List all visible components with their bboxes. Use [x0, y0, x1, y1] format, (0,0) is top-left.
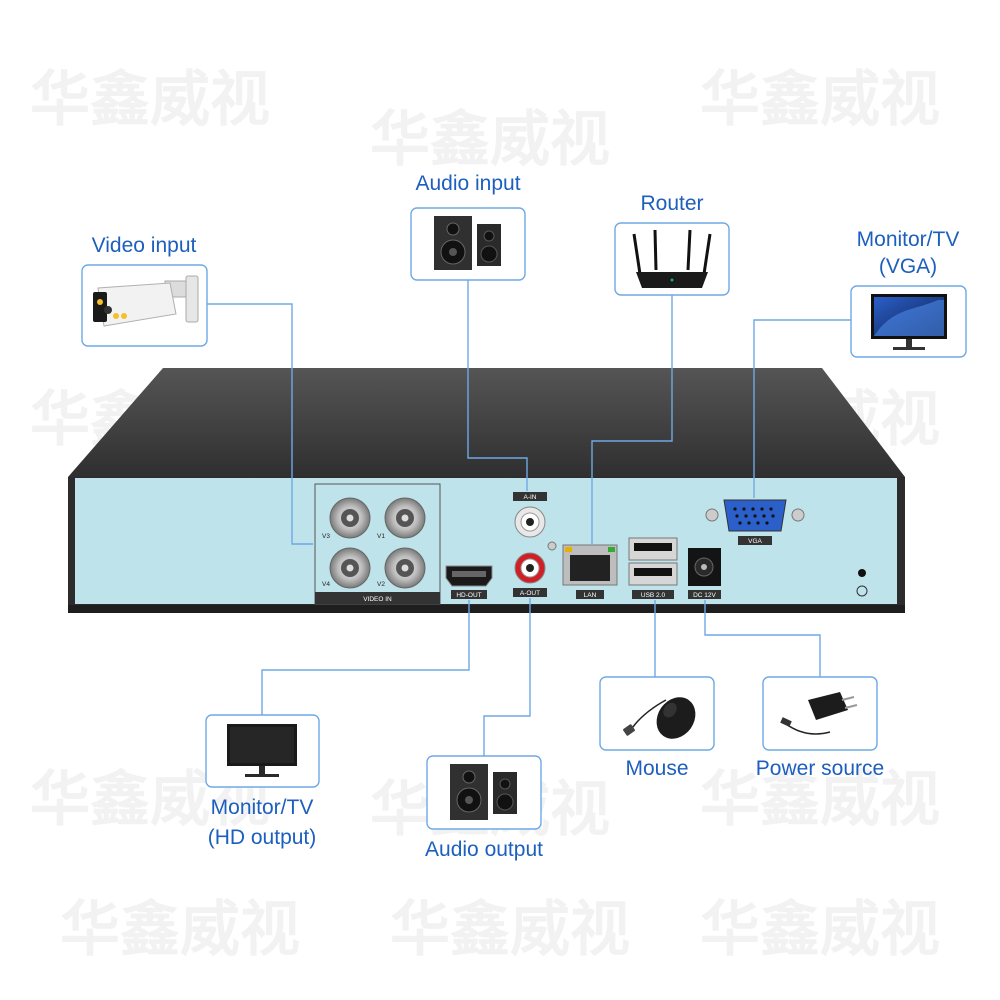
- audio-input-box: Audio input: [410, 172, 526, 281]
- monitor-hd-label-line2: (HD output): [208, 826, 317, 849]
- monitor-vga-label-line1: Monitor/TV: [857, 228, 960, 251]
- power-source-box: Power source: [756, 676, 884, 780]
- mouse-label: Mouse: [625, 757, 688, 780]
- monitor-vga-box: Monitor/TV (VGA): [850, 228, 967, 358]
- power-adapter-icon: [780, 692, 858, 735]
- audio-output-box: Audio output: [425, 755, 543, 861]
- watermark: 华鑫威视: [390, 895, 630, 965]
- a-in-label-bar: [513, 492, 547, 501]
- video-input-line: [207, 303, 313, 545]
- usb-label-bar: [632, 590, 674, 599]
- screw-icon: [791, 508, 805, 522]
- bnc-port-v1[interactable]: [384, 497, 426, 539]
- router-line: [591, 295, 673, 544]
- screw-icon: [547, 541, 557, 551]
- monitor-hd-box: Monitor/TV (HD output): [205, 714, 320, 849]
- hd-out-port[interactable]: [445, 565, 493, 587]
- audio-input-label: Audio input: [415, 172, 520, 195]
- ground-screw-icon: [858, 569, 866, 577]
- hd-out-label: HD-OUT: [456, 592, 481, 599]
- usb-label: USB 2.0: [641, 592, 666, 599]
- v1-label: V1: [377, 533, 385, 540]
- connector-lines: [207, 280, 851, 756]
- dvr-top-panel: [68, 368, 905, 477]
- watermark: 华鑫威视: [370, 105, 610, 175]
- watermark: 华鑫威视: [700, 65, 940, 135]
- usb-port-bottom[interactable]: [628, 562, 678, 586]
- dvr-base: [68, 605, 905, 613]
- monitor-vga-line: [753, 319, 851, 498]
- bnc-port-v2[interactable]: [384, 547, 426, 589]
- monitor-icon: [227, 724, 297, 777]
- speaker-icon: [450, 764, 517, 820]
- bnc-port-v3[interactable]: [329, 497, 371, 539]
- audio-in-port[interactable]: [514, 506, 546, 538]
- screw-icon: [705, 508, 719, 522]
- monitor-hd-label-line1: Monitor/TV: [211, 796, 314, 819]
- power-source-label: Power source: [756, 757, 884, 780]
- monitor-hd-line: [261, 600, 470, 715]
- usb-port-top[interactable]: [628, 537, 678, 561]
- audio-out-port[interactable]: [514, 552, 546, 584]
- speaker-icon: [434, 216, 501, 270]
- router-box: Router: [614, 192, 730, 296]
- dc-power-port[interactable]: [688, 548, 721, 586]
- mouse-icon: [623, 697, 696, 739]
- dvr-device: VIDEO IN V3 V1 V4 V2: [68, 368, 905, 613]
- power-source-line: [704, 600, 821, 677]
- router-icon: [632, 229, 712, 288]
- v4-label: V4: [322, 581, 330, 588]
- mouse-box: Mouse: [599, 676, 715, 780]
- bnc-port-v4[interactable]: [329, 547, 371, 589]
- audio-output-line: [483, 598, 531, 756]
- vga-port[interactable]: [723, 499, 787, 532]
- lan-label-bar: [576, 590, 604, 599]
- video-input-box: Video input: [81, 234, 208, 347]
- a-out-label-bar: [513, 588, 547, 597]
- vga-label: VGA: [748, 538, 762, 545]
- audio-input-line: [467, 280, 528, 491]
- monitor-icon: [871, 294, 947, 350]
- monitor-vga-label-line2: (VGA): [879, 255, 937, 278]
- v2-label: V2: [377, 581, 385, 588]
- v3-label: V3: [322, 533, 330, 540]
- dc-label: DC 12V: [693, 592, 716, 599]
- video-in-label-bar: [315, 592, 440, 604]
- watermark: 华鑫威视: [700, 765, 940, 835]
- audio-output-label: Audio output: [425, 838, 543, 861]
- watermark: 华鑫威视: [60, 895, 300, 965]
- router-label: Router: [640, 192, 703, 215]
- watermark: 华鑫威视: [30, 65, 270, 135]
- ground-symbol-icon: [856, 585, 868, 597]
- dc-label-bar: [688, 590, 721, 599]
- a-in-label: A-IN: [524, 494, 537, 501]
- hd-out-label-bar: [451, 590, 487, 599]
- vga-label-bar: [738, 536, 772, 545]
- video-in-label: VIDEO IN: [363, 596, 392, 603]
- lan-label: LAN: [584, 592, 597, 599]
- video-input-label: Video input: [92, 234, 197, 257]
- lan-port[interactable]: [562, 544, 618, 586]
- a-out-label: A-OUT: [520, 590, 540, 597]
- bullet-camera-icon: [93, 275, 199, 327]
- watermark: 华鑫威视: [700, 895, 940, 965]
- mouse-frame: [599, 676, 715, 751]
